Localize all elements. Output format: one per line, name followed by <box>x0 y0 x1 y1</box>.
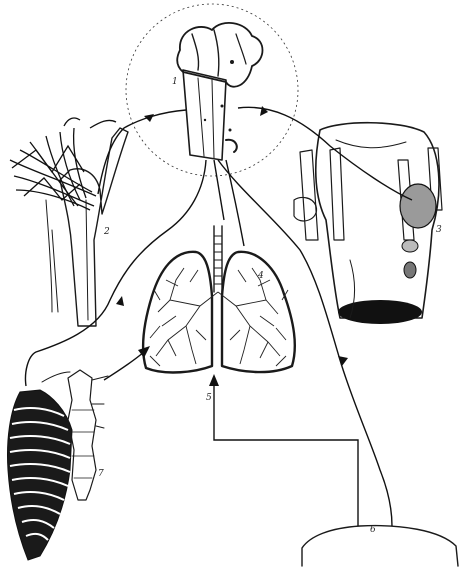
lungs-figure <box>143 226 295 372</box>
aortic-body <box>400 184 436 228</box>
path-ribs-lungs <box>104 352 144 380</box>
arrow-left-carotid <box>116 296 124 306</box>
label-6: 6 <box>370 525 376 535</box>
label-2: 2 <box>103 227 110 237</box>
label-1: 1 <box>172 77 178 87</box>
aortic-arch-figure <box>294 123 442 324</box>
brainstem-top <box>177 23 262 87</box>
aortic-lumen <box>338 300 422 324</box>
brainstem-figure <box>126 4 298 176</box>
diaphragm-outline <box>302 526 458 566</box>
path-brain-right <box>214 160 224 220</box>
label-5: 5 <box>206 393 212 403</box>
diaphragm-figure <box>302 526 458 566</box>
arrowheads <box>116 106 348 386</box>
carotid-vessel <box>60 128 128 326</box>
brainstem-stem <box>183 70 226 160</box>
path-brain-carotid <box>98 110 186 194</box>
arrow-aortic-brain <box>260 106 268 116</box>
path-diaphragm-lungs <box>214 380 358 526</box>
path-brain-aortic <box>238 107 412 200</box>
path-brain-ribs <box>25 160 206 386</box>
label-7: 7 <box>98 469 104 479</box>
right-lung <box>222 252 295 372</box>
arrow-up-lungs <box>209 374 219 386</box>
trachea <box>214 226 222 292</box>
label-3: 3 <box>436 225 442 235</box>
arrow-right-diaphragm <box>338 356 348 366</box>
rib-cage-figure <box>8 370 109 560</box>
path-brain-diaphragm <box>218 160 392 526</box>
left-lung <box>143 252 212 373</box>
bronchial-tree <box>150 268 288 366</box>
label-4: 4 <box>257 271 264 281</box>
